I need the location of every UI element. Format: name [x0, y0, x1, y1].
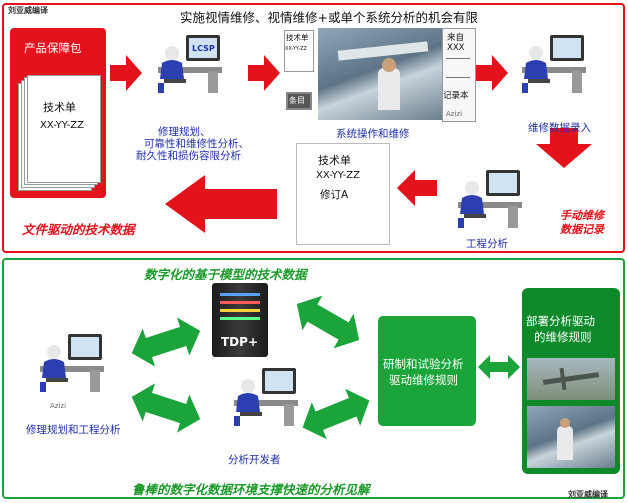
revised-doc-code: XX-YY-ZZ: [316, 170, 360, 181]
manual-record-2: 数据记录: [560, 223, 604, 236]
tdp-server: [212, 283, 268, 357]
repair-caption: 修理规划和工程分析: [26, 424, 121, 436]
record-book-label: 记录本: [443, 91, 469, 101]
tech-sheet-small-title: 技术单: [286, 33, 309, 42]
revised-doc: [296, 143, 390, 245]
azizi-bottom: Azizi: [50, 402, 67, 410]
workstation-developer-icon: [234, 368, 298, 426]
product-doc-code: XX-YY-ZZ: [40, 120, 84, 131]
revised-doc-rev: 修订A: [320, 189, 349, 201]
system-caption: 系统操作和维修: [336, 128, 410, 140]
maint-entry-caption: 维修数据录入: [528, 122, 591, 134]
research-line-1: 研制和试验分析: [383, 357, 464, 371]
record-book-line2: XXX: [447, 43, 465, 53]
maintenance-photo-2: [527, 406, 615, 468]
research-box: [378, 316, 476, 426]
green-arrow-right-top: [296, 296, 360, 348]
eng-analysis-caption: 工程分析: [466, 238, 508, 250]
workstation-data-entry-icon: [522, 35, 586, 93]
azizi-top: Azizi: [446, 110, 463, 118]
red-arrow-3: [476, 55, 508, 91]
record-book-line1: 来自: [447, 33, 465, 43]
record-book-lines: [446, 58, 470, 78]
workstation-engineering-icon: [458, 170, 522, 228]
tdp-label: TDP+: [221, 335, 258, 349]
tiao-mu-box: [286, 92, 312, 110]
analysis-caption-3: 耐久性和损伤容限分析: [136, 150, 241, 162]
product-package-title: 产品保障包: [24, 41, 82, 55]
top-title: 实施视情维修、视情维修+或单个系统分析的机会有限: [180, 10, 478, 25]
doc-driven-label: 文件驱动的技术数据: [22, 222, 135, 237]
product-doc-title: 技术单: [43, 101, 76, 114]
lcsp-label: LCSP: [192, 44, 215, 53]
green-arrow-horizontal: [478, 355, 520, 379]
developer-caption: 分析开发者: [228, 454, 281, 466]
workstation-repair-icon: [40, 334, 104, 392]
revised-doc-title: 技术单: [318, 154, 351, 167]
watermark-bottom-right: 刘亚威编译: [568, 490, 608, 499]
aircraft-photo: [527, 358, 615, 400]
record-book: [442, 28, 476, 122]
green-arrow-left-top: [131, 317, 201, 367]
manual-record-1: 手动维修: [560, 209, 604, 222]
tech-sheet-small-code: XX-YY-ZZ: [285, 46, 307, 52]
green-arrow-right-bottom: [302, 388, 370, 440]
doc-stack: [18, 75, 101, 193]
tiao-mu-label: 条目: [289, 96, 305, 105]
red-arrow-down: [536, 128, 592, 168]
green-arrow-left-bottom: [131, 383, 201, 433]
bottom-panel: [2, 258, 625, 499]
watermark-top-left: 刘亚威编译: [8, 6, 48, 15]
red-arrow-big-left: [165, 175, 277, 233]
research-line-2: 驱动维修规则: [389, 373, 458, 387]
red-arrow-left: [397, 170, 437, 206]
workstation-lcsp-icon: [158, 35, 222, 93]
red-arrow-1: [110, 55, 142, 91]
red-arrow-2: [248, 55, 280, 91]
model-data-label: 数字化的基于模型的技术数据: [144, 267, 307, 282]
footer-label: 鲁棒的数字化数据环境支撑快速的分析见解: [132, 482, 370, 497]
tech-sheet-small: [284, 30, 314, 72]
system-maintenance-photo: [318, 28, 442, 120]
deploy-line-1: 部署分析驱动: [526, 314, 595, 328]
top-panel: [2, 3, 625, 253]
deploy-line-2: 的维修规则: [534, 330, 592, 344]
analysis-caption-2: 可靠性和维修性分析、: [144, 138, 249, 150]
analysis-caption-1: 修理规划、: [158, 126, 211, 138]
